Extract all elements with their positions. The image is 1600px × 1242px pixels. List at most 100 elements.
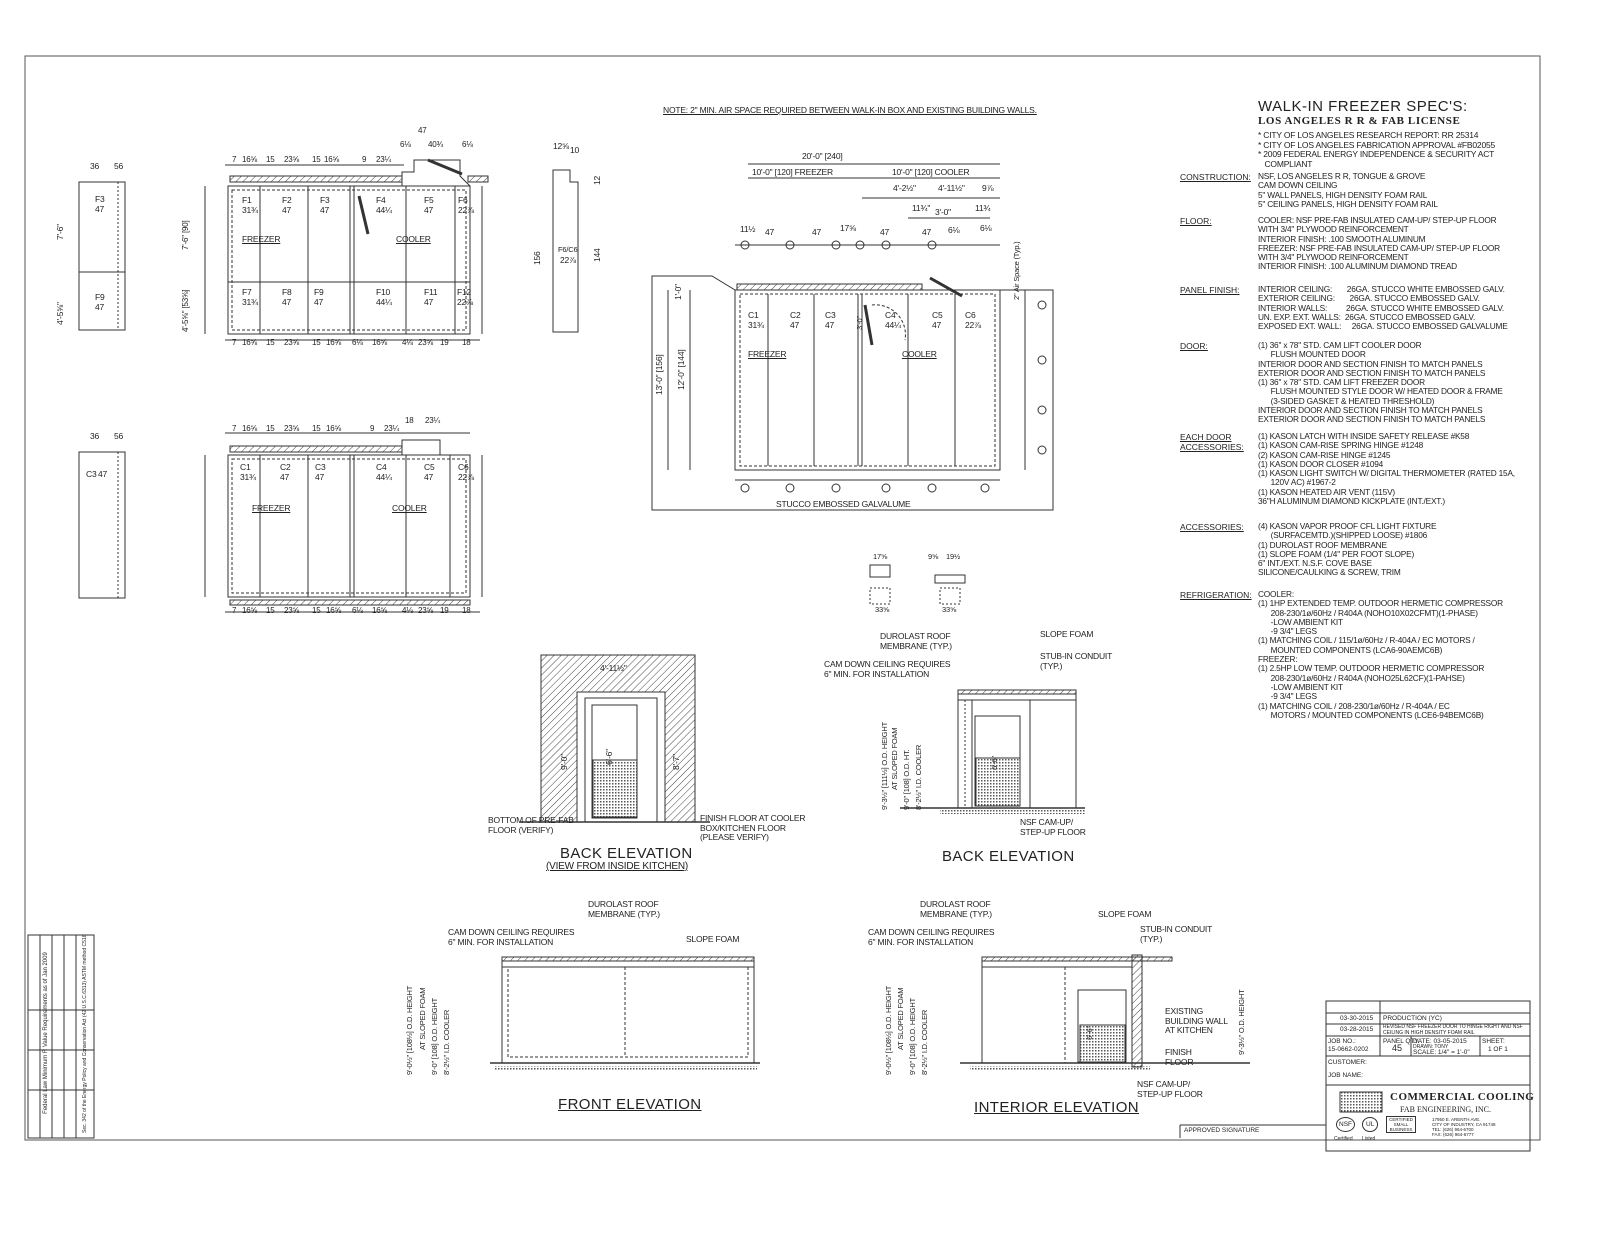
dimension-label: 16⅝ <box>372 338 387 347</box>
dimension-label: 10'-0" [120] COOLER <box>892 167 970 177</box>
panel-id: F3 <box>320 195 330 205</box>
callout-existing-wall: EXISTING BUILDING WALL AT KITCHEN <box>1165 1006 1228 1036</box>
panel-id: C1 <box>240 462 251 472</box>
dimension-label: 4'-2½" <box>893 183 916 193</box>
dimension-label: 9'-0" [108] O.D. HEIGHT <box>430 997 439 1075</box>
spec-line: SILICONE/CAULKING & SCREW, TRIM <box>1258 567 1401 578</box>
spec-lines: (1) KASON LATCH WITH INSIDE SAFETY RELEA… <box>1258 431 1515 506</box>
dimension-label: 13'-0" [156] <box>654 354 664 395</box>
dimension-label: 4⅛ <box>402 338 413 347</box>
sheet: 1 OF 1 <box>1488 1046 1508 1053</box>
panel-id: C3 <box>315 462 326 472</box>
dimension-label: 23⅝ <box>284 338 299 347</box>
spec-line: INTERIOR WALLS: 26GA. STUCCO WHITE EMBOS… <box>1258 302 1505 313</box>
dimension-label: 16⅝ <box>324 155 339 164</box>
bullet: * CITY OF LOS ANGELES RESEARCH REPORT: R… <box>1258 130 1479 140</box>
dimension-label: 6⅛ <box>462 140 473 149</box>
dimension-label: 3'-0" <box>935 207 951 217</box>
spec-line: 6" INT./EXT. N.S.F. COVE BASE <box>1258 558 1372 569</box>
nsf-caption: Certified <box>1334 1136 1353 1142</box>
spec-line: INTERIOR CEILING: 26GA. STUCCO WHITE EMB… <box>1258 284 1505 294</box>
dimension-label: 15 <box>266 155 275 164</box>
date: DATE: 03-05-2015 <box>1413 1038 1467 1045</box>
panel-id: C5 <box>932 310 943 320</box>
dimension-label: 4'-11½" <box>600 663 627 673</box>
panel-id: C5 <box>424 462 435 472</box>
dimension-label: 9 <box>362 155 367 164</box>
dimension-label: 33⅝ <box>942 605 956 614</box>
dimension-label: 6⅛ <box>400 140 411 149</box>
spec-line: (4) KASON VAPOR PROOF CFL LIGHT FIXTURE <box>1258 521 1437 531</box>
dimension-label: 18 <box>462 606 471 615</box>
dimension-label: 18 <box>462 338 471 347</box>
dimension-label: 16⅝ <box>242 424 257 433</box>
revision-date-2: 03-28-2015 <box>1340 1026 1374 1033</box>
callout-stub-in: STUB-IN CONDUIT (TYP.) <box>1140 924 1213 944</box>
spec-line: (1) 1HP EXTENDED TEMP. OUTDOOR HERMETIC … <box>1258 598 1503 609</box>
specs-subtitle: LOS ANGELES R R & FAB LICENSE <box>1258 115 1461 127</box>
dimension-label: 11¾" <box>912 203 931 213</box>
air-space-label: 2" Air Space (Typ.) <box>1012 241 1021 300</box>
panel-size: 22⅞ <box>560 255 576 265</box>
panel-id: F4 <box>376 195 386 205</box>
dimension-label: AT SLOPED FOAM <box>896 987 905 1050</box>
panel-size: 47 <box>424 472 434 482</box>
spec-line: COOLER: NSF PRE-FAB INSULATED CAM-UP/ ST… <box>1258 215 1497 225</box>
dimension-label: 6⅛ <box>352 338 363 347</box>
panel-id: C6 <box>965 310 976 320</box>
dimension-label: 9⅝ <box>928 552 939 561</box>
panel-id: C6 <box>458 462 469 472</box>
panel-id: C3 <box>86 469 97 479</box>
job-name-label: JOB NAME: <box>1328 1072 1364 1079</box>
spec-heading: ACCESSORIES: <box>1180 522 1244 532</box>
site-plan-surround <box>651 275 1054 511</box>
drawn: DRAWN: TONY <box>1413 1044 1449 1050</box>
callout-slope-foam: SLOPE FOAM <box>1098 909 1152 919</box>
dimension-label: 9⅞ <box>982 183 994 193</box>
panel-size: 47 <box>98 469 108 479</box>
company-address: 17950 E. ARENTH AVE. CITY OF INDUSTRY, C… <box>1432 1117 1496 1137</box>
panel-id: F12 <box>457 287 472 297</box>
front-elev-title: FRONT ELEVATION <box>558 1096 702 1113</box>
revision-desc-1: PRODUCTION (YC) <box>1383 1015 1442 1022</box>
panel-id: C4 <box>885 310 896 320</box>
dimension-label: 6⅛ <box>352 606 363 615</box>
scale: SCALE: 1/4" = 1'-0" <box>1413 1049 1470 1056</box>
ul-caption: Listed <box>1362 1136 1376 1142</box>
spec-line: (1) KASON LIGHT SWITCH W/ DIGITAL THERMO… <box>1258 468 1515 479</box>
dimension-label: 7 <box>232 155 237 164</box>
callout-finish-floor: FINISH FLOOR AT COOLER BOX/KITCHEN FLOOR… <box>700 813 806 843</box>
panel-size: 47 <box>825 320 835 330</box>
dimension-label: 23¼ <box>376 155 391 164</box>
spec-line: MOUNTED COMPONENTS (LCA6-90AEMC6B) <box>1258 644 1443 655</box>
side-panel-floor <box>78 181 126 331</box>
dimension-label: 8'-2½" I.D. COOLER <box>914 744 923 810</box>
dimension-label: 16⅝ <box>326 338 341 347</box>
panel-size: 47 <box>932 320 942 330</box>
overall-dimension: 20'-0" [240] <box>802 151 843 161</box>
side-panel-ceiling <box>78 451 126 599</box>
r-value-table <box>27 934 95 1139</box>
ceiling-plan-outline <box>227 454 471 598</box>
panel-size: 31¾ <box>240 472 256 482</box>
callout-cam-down: CAM DOWN CEILING REQUIRES 6" MIN. FOR IN… <box>448 927 575 947</box>
dimension-label: 19½ <box>946 552 960 561</box>
dimension-label: 144 <box>592 248 602 262</box>
dimension-label: 15 <box>266 424 275 433</box>
spec-line: (1) SLOPE FOAM (1/4" PER FOOT SLOPE) <box>1258 548 1415 559</box>
dimension-label: 11½ <box>740 224 756 234</box>
panel-id: F1 <box>242 195 252 205</box>
spec-line: MOTORS / MOUNTED COMPONENTS (LCE6-94BEMC… <box>1258 709 1484 720</box>
spec-line: UN. EXP. EXT. WALLS: 26GA. STUCCO EMBOSS… <box>1258 311 1476 322</box>
dimension-label: 7'-6" [90] <box>181 220 190 251</box>
dimension-label: 23⅝ <box>284 155 299 164</box>
panel-size: 47 <box>282 297 292 307</box>
dimension-label: 15 <box>312 606 321 615</box>
spec-line: 5" WALL PANELS, HIGH DENSITY FOAM RAIL <box>1258 189 1428 200</box>
panel-size: 44¼ <box>376 472 392 482</box>
spec-line: CAM DOWN CEILING <box>1258 180 1338 191</box>
specs-bullets: * CITY OF LOS ANGELES RESEARCH REPORT: R… <box>1258 130 1495 169</box>
dimension-label: 15 <box>312 155 321 164</box>
dimension-label: 36 <box>90 431 100 441</box>
callout-cam-down: CAM DOWN CEILING REQUIRES 6" MIN. FOR IN… <box>824 659 951 679</box>
